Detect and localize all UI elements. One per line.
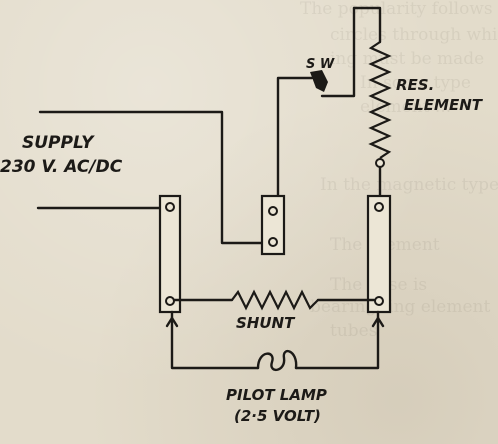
element-top-loop bbox=[352, 6, 382, 44]
pilot-lamp-filament bbox=[256, 349, 298, 371]
label-pilot-lamp: PILOT LAMP bbox=[226, 386, 327, 404]
block-right-terminal-top bbox=[374, 202, 384, 212]
label-lamp-voltage: (2·5 VOLT) bbox=[234, 407, 321, 425]
bg-line-9: bearing bbox=[310, 297, 377, 317]
label-res: RES. bbox=[396, 76, 434, 94]
terminal-block-middle bbox=[260, 194, 286, 256]
arrow-left-icon bbox=[165, 316, 179, 328]
label-supply: SUPPLY bbox=[22, 133, 95, 153]
wire-block-to-switch bbox=[276, 76, 314, 198]
block-right-terminal-bottom bbox=[374, 296, 384, 306]
bg-line-6: In the magnetic type of bbox=[320, 175, 498, 195]
block-left-body bbox=[158, 194, 182, 314]
supply-wire-top bbox=[38, 110, 264, 245]
lamp-wire-left bbox=[170, 310, 260, 370]
label-supply-voltage: 230 V. AC/DC bbox=[0, 157, 123, 177]
label-element: ELEMENT bbox=[404, 96, 484, 114]
resistance-element bbox=[368, 41, 392, 159]
bg-line-10: ring element bbox=[380, 297, 490, 317]
block-middle-body bbox=[260, 194, 286, 256]
arrow-right-icon bbox=[371, 316, 385, 328]
block-middle-terminal-top bbox=[268, 206, 278, 216]
block-left-terminal-top bbox=[165, 202, 175, 212]
block-middle-terminal-bottom bbox=[268, 237, 278, 247]
block-left-terminal-bottom bbox=[165, 296, 175, 306]
terminal-block-left bbox=[158, 194, 182, 314]
switch-wire bbox=[320, 6, 356, 98]
bg-line-2: circles through which the grids in the b… bbox=[330, 25, 498, 45]
terminal-block-right bbox=[366, 194, 392, 314]
bg-line-1: The popularity follows the same principl… bbox=[300, 0, 498, 19]
switch bbox=[310, 6, 356, 98]
block-right-body bbox=[366, 194, 392, 314]
background-page-text: The popularity follows the same principl… bbox=[300, 0, 498, 341]
label-switch: S W bbox=[306, 57, 335, 72]
lamp-wire-right bbox=[294, 310, 380, 370]
shunt-resistor bbox=[231, 289, 319, 311]
label-shunt: SHUNT bbox=[236, 314, 296, 332]
switch-contact bbox=[310, 70, 328, 92]
bg-line-11: tubes bbox=[330, 321, 377, 341]
